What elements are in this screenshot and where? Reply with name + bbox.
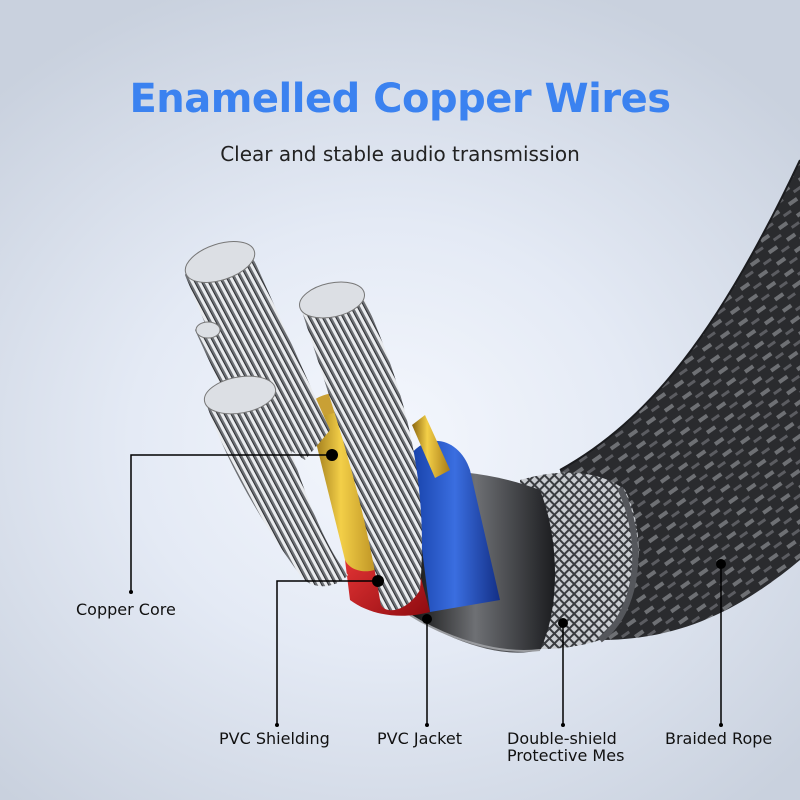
strand-bundle-3 xyxy=(300,287,422,611)
label-copper-core: Copper Core xyxy=(76,600,176,619)
strand-bundle-4 xyxy=(205,379,348,587)
label-pvc-shielding: PVC Shielding xyxy=(219,729,330,748)
label-double-shield: Double-shield Protective Mes xyxy=(507,730,624,764)
leader-pvc-shielding xyxy=(276,580,378,725)
label-double-shield-line1: Double-shield xyxy=(507,729,617,748)
strand-bundle-1 xyxy=(185,248,330,460)
leader-copper-core xyxy=(130,454,332,592)
page-subtitle: Clear and stable audio transmission xyxy=(220,142,580,166)
label-pvc-jacket: PVC Jacket xyxy=(377,729,462,748)
label-double-shield-line2: Protective Mes xyxy=(507,746,625,765)
dot-braided-rope xyxy=(716,559,726,569)
dot-pvc-shielding xyxy=(372,575,384,587)
dot-double-shield xyxy=(558,618,568,628)
dot-copper-core xyxy=(326,449,338,461)
dot-pvc-jacket xyxy=(422,614,432,624)
label-braided-rope: Braided Rope xyxy=(665,729,773,748)
blue-insulation xyxy=(410,440,500,612)
page-title: Enamelled Copper Wires xyxy=(129,76,671,122)
